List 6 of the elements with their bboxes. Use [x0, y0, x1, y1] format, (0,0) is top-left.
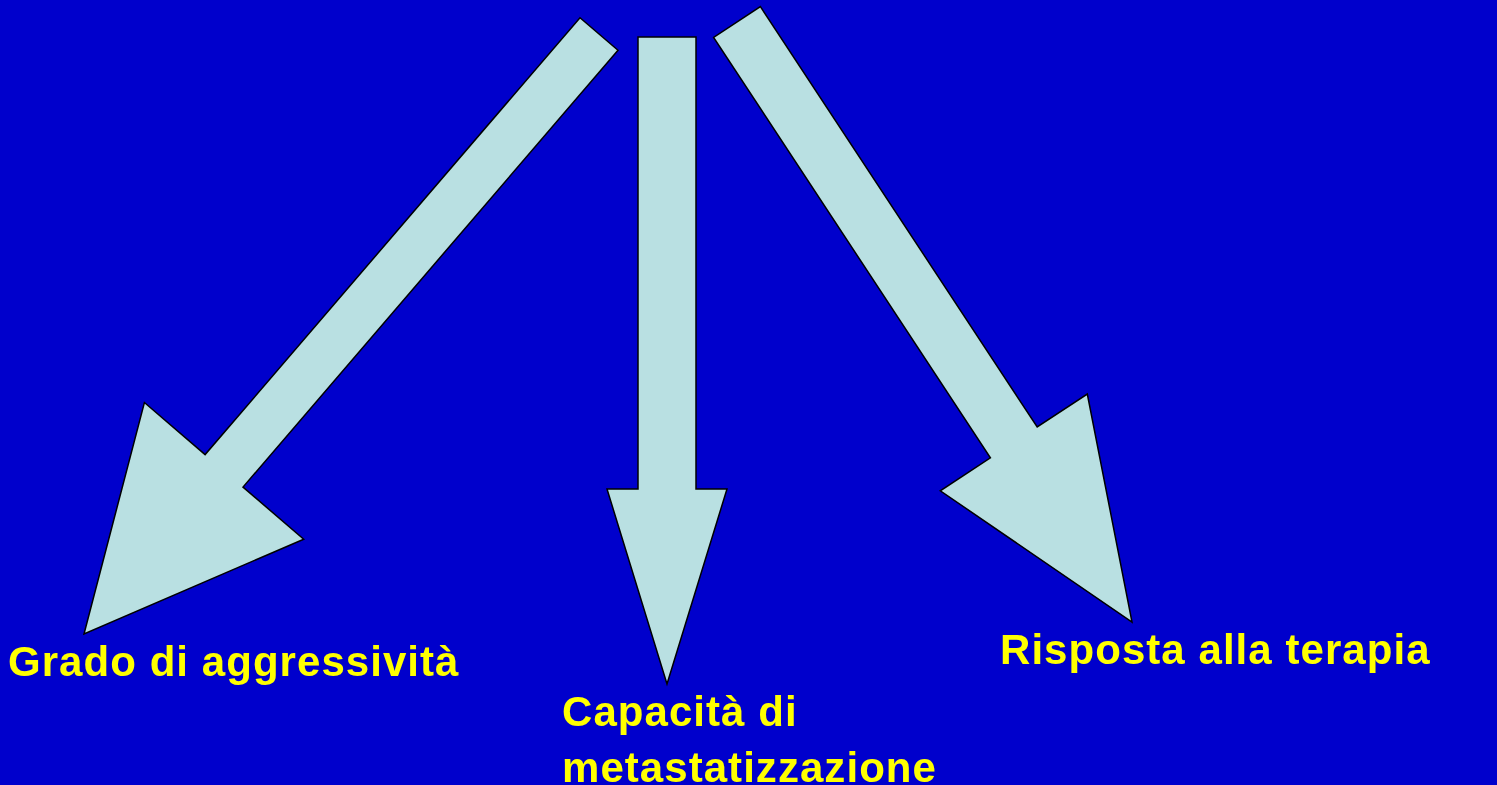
- outcome-label: Grado di aggressività: [8, 637, 461, 687]
- outcome-label: Capacità di metastatizzazione: [562, 687, 938, 785]
- outcome-label: Risposta alla terapia: [1000, 625, 1432, 675]
- block-arrow: [82, 16, 620, 636]
- block-arrow: [712, 5, 1134, 624]
- block-arrow: [606, 36, 728, 687]
